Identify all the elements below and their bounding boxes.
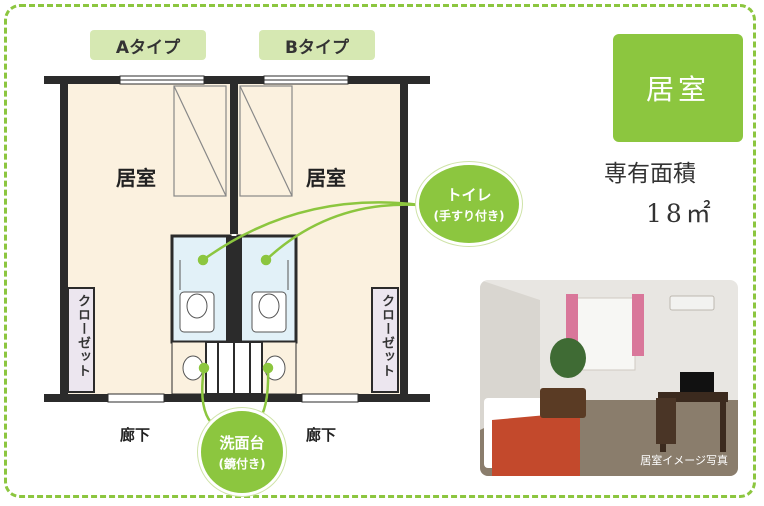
closet-b-box	[371, 287, 399, 393]
toilet-callout-sub: (手すり付き)	[433, 209, 505, 223]
toilet-callout-title: トイレ	[446, 186, 492, 204]
sink-callout-title: 洗面台	[219, 434, 265, 452]
area-label: 専有面積	[604, 161, 696, 187]
room-a-label: 居室	[116, 166, 156, 190]
doors	[107, 393, 359, 403]
hall-a-label: 廊下	[120, 426, 151, 444]
room-b-label: 居室	[306, 166, 346, 190]
area-value: 18㎡	[646, 199, 715, 228]
room-photo-illustration	[480, 280, 738, 476]
closet-a-label: クローゼット	[75, 294, 90, 378]
room-title-box: 居室	[613, 34, 743, 142]
toilet-rooms	[170, 234, 298, 344]
closet-a-box	[67, 287, 95, 393]
type-a-tab: Aタイプ	[90, 30, 206, 60]
type-b-tab: Bタイプ	[259, 30, 375, 60]
callout-lines	[197, 201, 421, 434]
windows	[119, 75, 349, 85]
dashed-frame	[4, 4, 756, 498]
beds	[173, 85, 293, 197]
sink-callout-sub: (鏡付き)	[218, 457, 266, 471]
photo-caption: 居室イメージ写真	[640, 454, 728, 467]
sink-callout: 洗面台 (鏡付き)	[198, 408, 286, 496]
closet-b-label: クローゼット	[379, 294, 394, 378]
hall-b-label: 廊下	[306, 426, 337, 444]
walls	[44, 76, 430, 402]
toilet-callout: トイレ (手すり付き)	[416, 162, 522, 246]
sink-area	[171, 341, 297, 395]
room-photo: 居室イメージ写真	[480, 280, 738, 476]
